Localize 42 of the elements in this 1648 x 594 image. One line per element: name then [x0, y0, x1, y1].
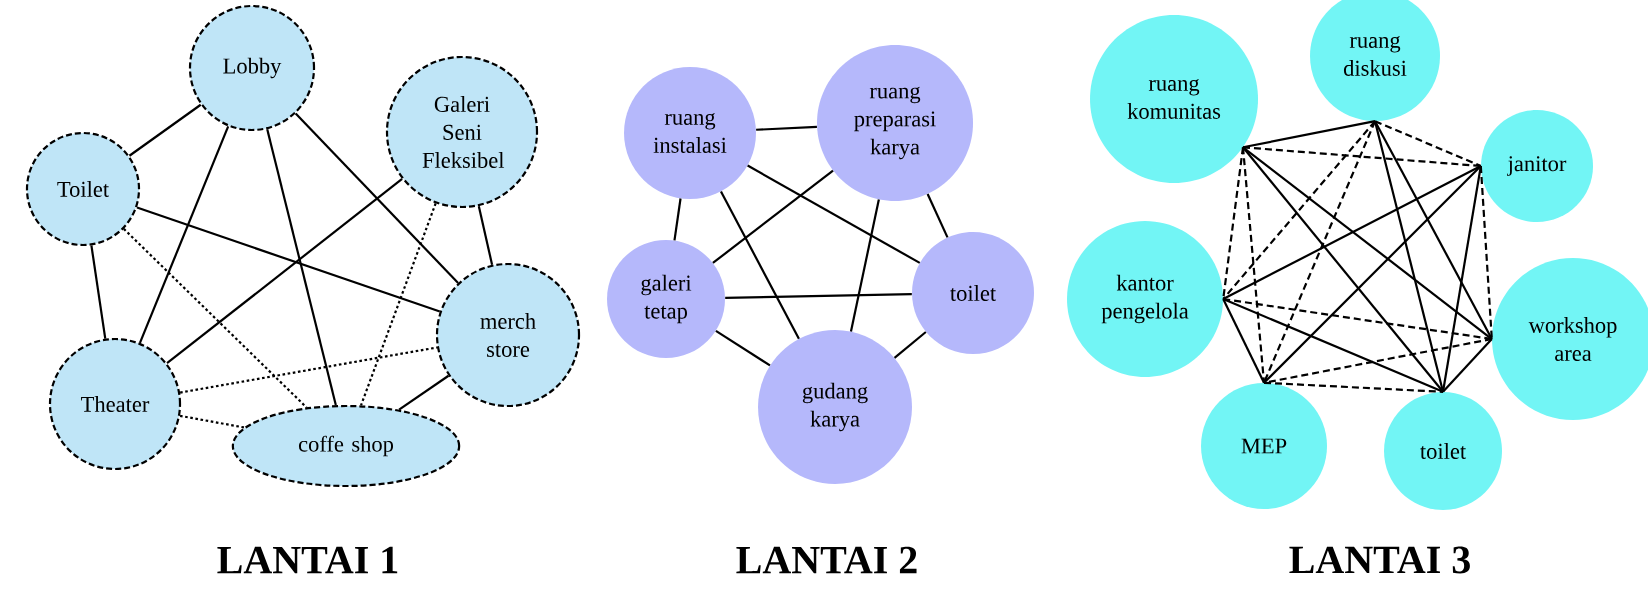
- connector-line: [1374, 120, 1493, 340]
- connector-line: [1442, 338, 1493, 393]
- connector-line: [715, 329, 771, 367]
- connector-line: [712, 169, 834, 264]
- connector-line: [926, 193, 949, 238]
- connector-line: [673, 198, 682, 241]
- connector-line: [747, 164, 921, 264]
- connector-line: [360, 203, 437, 406]
- connector-line: [266, 128, 337, 406]
- connector-line: [1242, 146, 1444, 393]
- connector-line: [1479, 165, 1493, 340]
- connector-line: [398, 374, 450, 411]
- connector-line: [1441, 165, 1482, 392]
- connector-line: [725, 293, 912, 299]
- floor-title: LANTAI 3: [1289, 546, 1470, 574]
- connector-line: [1263, 120, 1377, 384]
- connector-line: [1222, 298, 1265, 384]
- connector-line: [136, 206, 441, 313]
- connector-line: [123, 228, 308, 409]
- connector-line: [1263, 165, 1482, 384]
- connector-line: [477, 205, 494, 265]
- connector-line: [849, 199, 880, 332]
- connector-line: [1222, 165, 1482, 300]
- connector-line: [138, 126, 230, 344]
- connector-line: [1374, 120, 1482, 167]
- connector-line: [1222, 298, 1444, 393]
- connector-line: [1223, 297, 1492, 341]
- connector-line: [720, 191, 800, 340]
- connector-line: [1263, 381, 1444, 393]
- connector-line: [893, 331, 927, 359]
- connector-line: [128, 103, 202, 157]
- connector-line: [294, 112, 459, 284]
- floor-title: LANTAI 1: [217, 546, 398, 574]
- connector-line: [1242, 146, 1493, 340]
- connector-line: [179, 346, 438, 394]
- floor-title: LANTAI 2: [736, 546, 917, 574]
- connector-line: [179, 414, 245, 429]
- connector-line: [1222, 120, 1376, 300]
- connector-line: [1373, 120, 1445, 393]
- connector-line: [90, 245, 107, 339]
- connector-line: [166, 178, 403, 365]
- connector-line: [756, 125, 817, 131]
